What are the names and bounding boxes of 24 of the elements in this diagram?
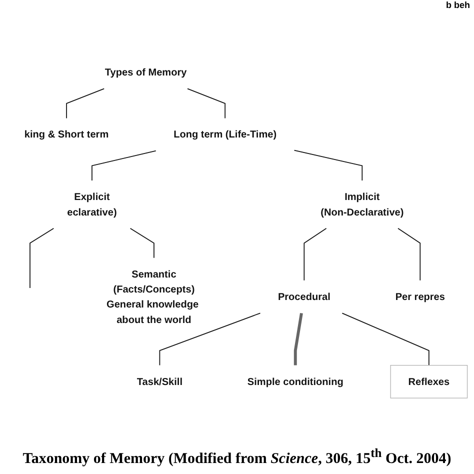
connector-line — [66, 88, 105, 119]
connector-line — [294, 312, 303, 366]
connector-line — [130, 228, 154, 258]
node-label: Reflexes — [390, 365, 468, 398]
node-label: Explicit eclarative) — [67, 191, 117, 218]
node-label: Semantic (Facts/Concepts) General knowledge about the world — [106, 268, 199, 325]
connector-line — [304, 228, 327, 281]
connector-line — [187, 88, 226, 119]
caption: Taxonomy of Memory (Modified from Science, 306, 15$^{th}$ Oct. 2004) — [22, 445, 452, 469]
node-label: Long term (Life-Time) — [174, 128, 277, 140]
connector-line — [294, 150, 363, 181]
node-label: Procedural — [278, 291, 330, 302]
connector-line — [30, 228, 54, 288]
connector-line — [398, 228, 421, 281]
connector-line — [159, 312, 261, 366]
connector-line — [92, 150, 156, 181]
node-label: Task/Skill — [136, 376, 182, 388]
node-label: Implicit (Non-Declarative) — [320, 191, 404, 218]
node-label: Types of Memory — [104, 66, 187, 78]
node-label: Per repres — [395, 291, 445, 302]
node-label: king & Short term — [24, 128, 109, 140]
side-note: b beh — [446, 0, 470, 10]
node-label: Simple conditioning — [247, 376, 344, 388]
connector-line — [342, 312, 430, 366]
